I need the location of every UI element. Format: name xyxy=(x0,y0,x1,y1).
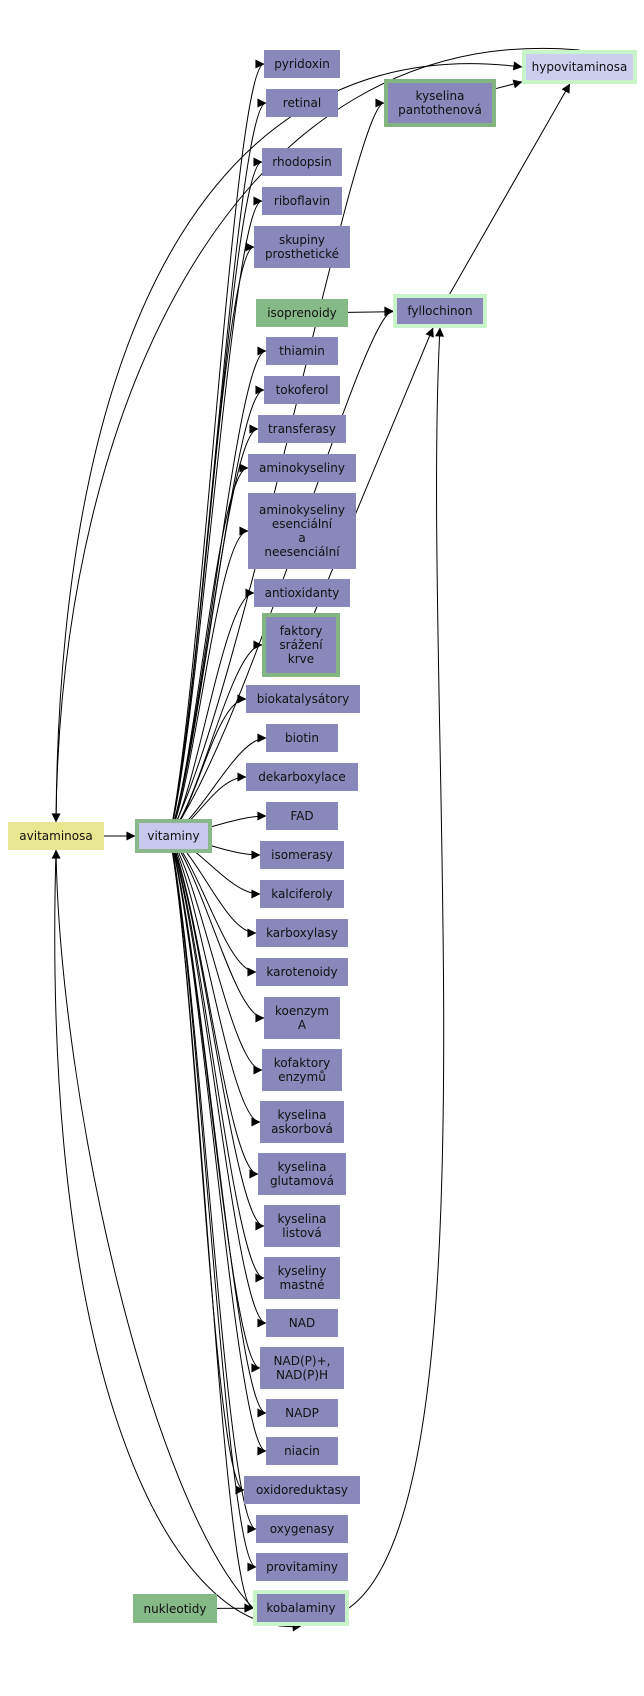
node-aminokyseliny[interactable]: aminokyseliny xyxy=(248,454,356,482)
node-biokatalysatory[interactable]: biokatalysátory xyxy=(246,685,360,713)
node-kyselina-askorbova[interactable]: kyselina askorbová xyxy=(260,1101,344,1143)
edge-vitaminy-to-provitaminy xyxy=(169,835,257,1572)
node-nadp-nadph[interactable]: NAD(P)+, NAD(P)H xyxy=(260,1347,344,1389)
edge-vitaminy-to-kofaktory_enzymu xyxy=(169,835,263,1075)
edge-vitaminy-to-nad xyxy=(169,835,267,1328)
node-biotin[interactable]: biotin xyxy=(266,724,338,752)
edge-vitaminy-to-riboflavin xyxy=(169,196,263,837)
node-kalciferoly[interactable]: kalciferoly xyxy=(260,880,344,908)
node-tokoferol[interactable]: tokoferol xyxy=(264,376,340,404)
node-oxidoreduktasy[interactable]: oxidoreduktasy xyxy=(244,1476,360,1504)
edge-vitaminy-to-kyselina_listova xyxy=(169,835,265,1231)
edge-avitaminosa-to-kobalaminy xyxy=(54,849,302,1632)
node-oxygenasy[interactable]: oxygenasy xyxy=(256,1515,348,1543)
node-vitaminy[interactable]: vitaminy xyxy=(135,819,212,853)
node-skupiny-prostheticke[interactable]: skupiny prosthetické xyxy=(254,226,350,268)
edge-vitaminy-to-transferasy xyxy=(169,424,259,837)
edge-vitaminy-to-nadp xyxy=(169,835,267,1418)
edge-vitaminy-to-kyselina_askorbova xyxy=(169,835,261,1127)
edge-vitaminy-to-koenzym_a xyxy=(169,835,265,1023)
node-retinal[interactable]: retinal xyxy=(266,89,338,117)
edge-vitaminy-to-aminokyseliny_esencialni xyxy=(169,526,249,837)
edge-vitaminy-to-kobalaminy xyxy=(169,835,254,1613)
node-avitaminosa[interactable]: avitaminosa xyxy=(8,822,104,850)
node-kobalaminy[interactable]: kobalaminy xyxy=(253,1590,349,1626)
edge-vitaminy-to-antioxidanty xyxy=(169,588,255,837)
edge-kobalaminy-to-fyllochinon xyxy=(348,327,445,1609)
edge-vitaminy-to-skupiny_prostheticke xyxy=(169,242,255,837)
edge-vitaminy-to-kyselina_pantothenova xyxy=(169,98,385,837)
node-fyllochinon[interactable]: fyllochinon xyxy=(393,294,487,328)
edge-vitaminy-to-oxygenasy xyxy=(169,835,257,1534)
node-pyridoxin[interactable]: pyridoxin xyxy=(264,50,340,78)
edge-kobalaminy-to-avitaminosa xyxy=(51,849,254,1609)
edge-vitaminy-to-faktory_srazeni_krve xyxy=(169,640,263,837)
node-antioxidanty[interactable]: antioxidanty xyxy=(254,579,350,607)
edge-vitaminy-to-kyseliny_mastne xyxy=(169,835,265,1283)
edge-layer xyxy=(51,47,580,1632)
node-isoprenoidy[interactable]: isoprenoidy xyxy=(256,299,348,327)
node-riboflavin[interactable]: riboflavin xyxy=(262,187,342,215)
node-transferasy[interactable]: transferasy xyxy=(258,415,346,443)
node-kyselina-listova[interactable]: kyselina listová xyxy=(264,1205,340,1247)
node-aminokyseliny-esencialni[interactable]: aminokyseliny esenciální a neesenciální xyxy=(248,493,356,569)
node-karotenoidy[interactable]: karotenoidy xyxy=(256,958,348,986)
node-fad[interactable]: FAD xyxy=(266,802,338,830)
edge-avitaminosa-to-hypovitaminosa xyxy=(55,61,523,823)
edge-vitaminy-to-niacin xyxy=(169,835,267,1456)
node-hypovitaminosa[interactable]: hypovitaminosa xyxy=(522,50,637,84)
node-thiamin[interactable]: thiamin xyxy=(266,337,338,365)
node-nad[interactable]: NAD xyxy=(266,1309,338,1337)
node-nukleotidy[interactable]: nukleotidy xyxy=(133,1594,217,1623)
node-faktory-srazeni-krve[interactable]: faktory srážení krve xyxy=(262,613,340,677)
node-nadp[interactable]: NADP xyxy=(266,1399,338,1427)
node-isomerasy[interactable]: isomerasy xyxy=(260,841,344,869)
node-niacin[interactable]: niacin xyxy=(266,1437,338,1465)
node-kyseliny-mastne[interactable]: kyseliny mastné xyxy=(264,1257,340,1299)
edge-hypovitaminosa-to-avitaminosa xyxy=(51,47,580,823)
node-koenzym-a[interactable]: koenzym A xyxy=(264,997,340,1039)
node-kyselina-glutamova[interactable]: kyselina glutamová xyxy=(258,1153,346,1195)
node-provitaminy[interactable]: provitaminy xyxy=(256,1553,348,1581)
edge-fyllochinon-to-hypovitaminosa xyxy=(449,83,571,295)
edge-isoprenoidy-to-fyllochinon xyxy=(347,307,394,317)
node-kofaktory-enzymu[interactable]: kofaktory enzymů xyxy=(262,1049,342,1091)
edge-kyselina_pantothenova-to-hypovitaminosa xyxy=(495,79,523,90)
node-karboxylasy[interactable]: karboxylasy xyxy=(256,919,348,947)
node-dekarboxylace[interactable]: dekarboxylace xyxy=(246,763,358,791)
node-rhodopsin[interactable]: rhodopsin xyxy=(262,148,342,176)
node-kyselina-pantothenova[interactable]: kyselina pantothenová xyxy=(384,79,496,127)
edge-vitaminy-to-pyridoxin xyxy=(169,59,265,837)
edge-vitaminy-to-aminokyseliny xyxy=(169,463,249,837)
